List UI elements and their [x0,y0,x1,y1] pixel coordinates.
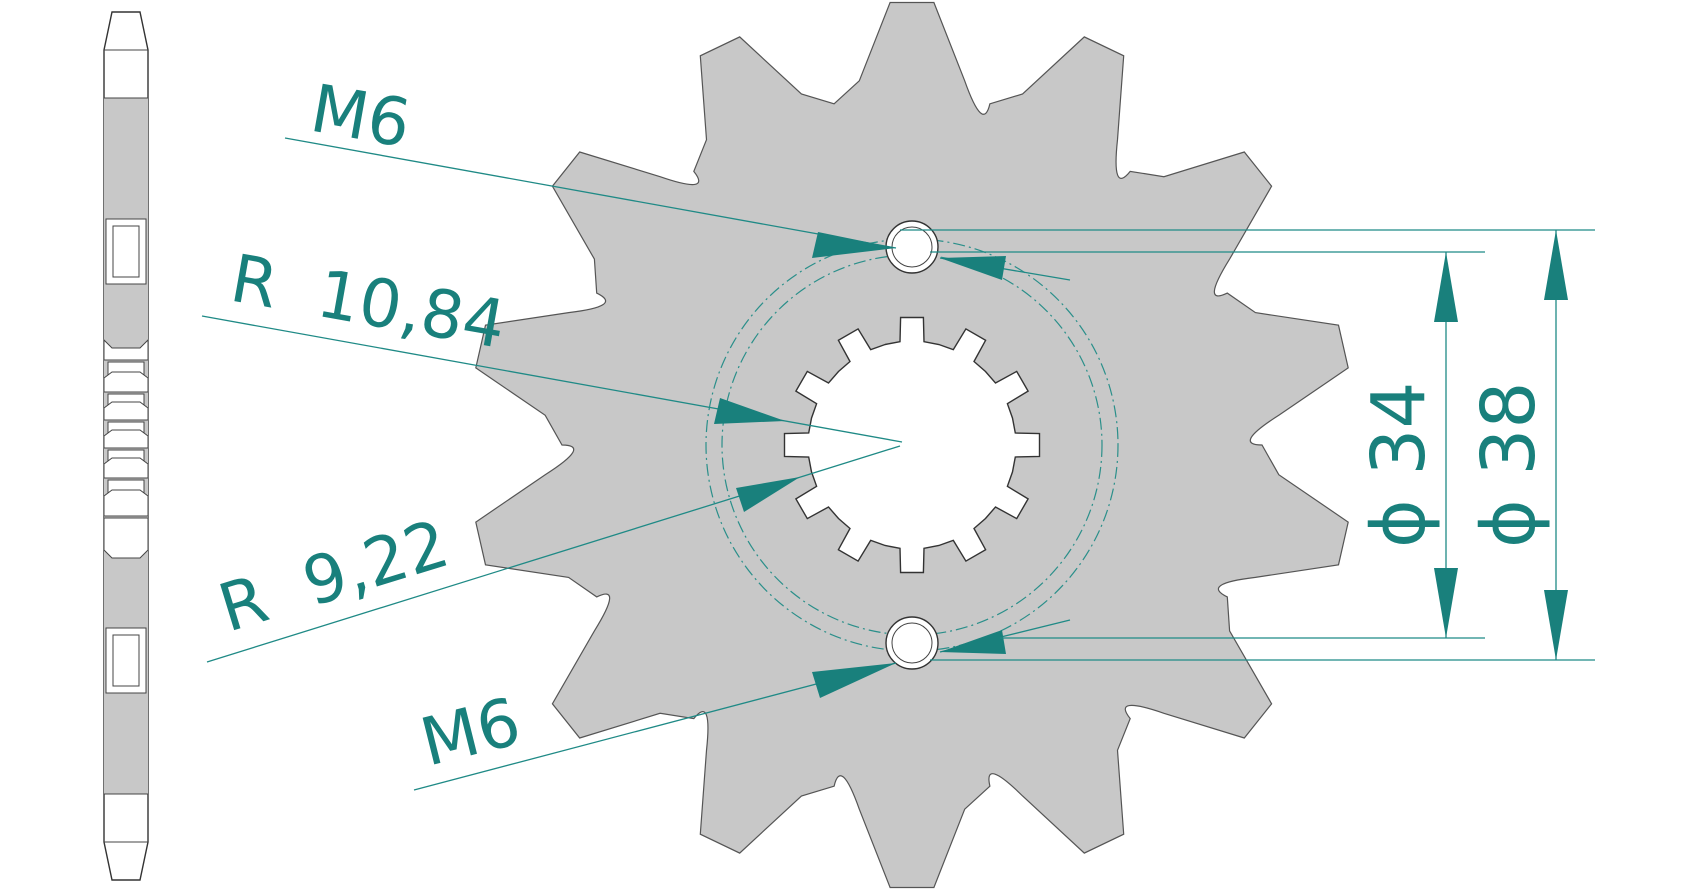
leader-line-thread-top [284,137,897,249]
bolt-hole-thread-bottom [891,622,933,664]
arrowhead-thread-bottom-right [940,630,1006,654]
arrowhead-radius-inner [736,477,800,512]
label-thread-bottom: M6 [413,683,528,782]
label-diameter-34: ϕ 34 [1356,382,1442,549]
sprocket-front-view [475,1,1349,889]
arrowhead-thread-top-left [812,232,896,258]
arrowhead-radius-outer [714,398,785,424]
arrowhead-34-top [1434,252,1458,322]
side-profile-spline-section [103,338,149,559]
arrowhead-thread-top-right [940,256,1006,280]
sprocket-side-profile [103,11,149,881]
leader-line-thread-bottom [413,662,897,791]
label-radius-outer: R 10,84 [225,240,511,364]
pitch-circle-inner [721,254,1103,636]
leader-line-radius-outer [201,315,903,443]
label-radius-inner: R 9,22 [210,505,457,647]
side-profile-upper-window-inner [112,225,140,278]
bolt-hole-bottom [885,616,939,670]
label-diameter-38: ϕ 38 [1466,382,1552,549]
arrowhead-38-top [1544,230,1568,300]
arrowhead-thread-bottom-left [812,663,896,698]
dimension-lines [201,137,1595,791]
side-profile-lower-window-inner [112,634,140,687]
arrowhead-38-bottom [1544,590,1568,660]
label-thread-top: M6 [305,70,416,163]
spline-bore [783,316,1041,574]
arrowhead-34-bottom [1434,568,1458,638]
